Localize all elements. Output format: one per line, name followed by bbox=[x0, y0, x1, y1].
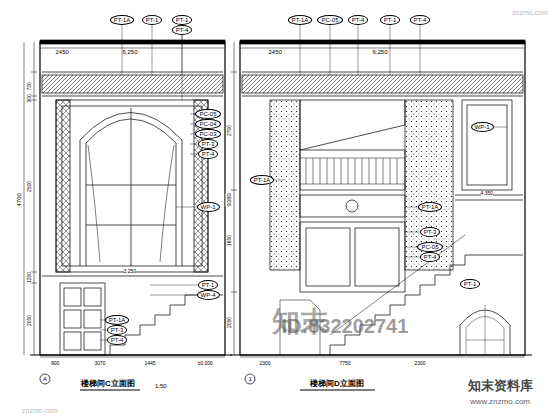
callout-tag: PT-1 bbox=[380, 15, 401, 25]
material-code: PT-1A bbox=[422, 204, 439, 210]
material-code: PT-3 bbox=[111, 327, 124, 333]
callout-tag: PT-1A bbox=[105, 315, 130, 325]
callout-tag: PT-1A bbox=[250, 175, 275, 185]
material-code: PT-4 bbox=[414, 17, 427, 23]
callout-tag: PT-1 bbox=[142, 15, 163, 25]
callout-tag: PT-4 bbox=[410, 15, 431, 25]
dimension-text: 2050 bbox=[27, 314, 32, 325]
material-code: PT-4 bbox=[202, 151, 215, 157]
callout-tag: PT-4 bbox=[348, 15, 369, 25]
material-code: PT-1 bbox=[176, 17, 189, 23]
material-code: PT-3 bbox=[202, 141, 215, 147]
material-code: PT-4 bbox=[111, 337, 124, 343]
callout-tag: WP-1 bbox=[197, 202, 220, 212]
material-code: PT-4 bbox=[424, 254, 437, 260]
callout-tag: PT-3 bbox=[420, 227, 441, 237]
callout-tag: WP-1 bbox=[471, 122, 494, 132]
material-code: PT-1A bbox=[109, 317, 126, 323]
dimension-text: 4700 bbox=[15, 193, 21, 206]
dimension-text: 2450 bbox=[56, 49, 69, 55]
callout-tag: PT-4 bbox=[172, 25, 193, 35]
watermark: 知末资料库 bbox=[468, 379, 533, 392]
dimension-text: 9380 bbox=[225, 193, 231, 206]
dimension-text: A bbox=[43, 376, 47, 382]
material-code: PT-3 bbox=[424, 229, 437, 235]
dimension-text: 2700 bbox=[227, 124, 232, 135]
material-code: PT-1A bbox=[254, 177, 271, 183]
dimension-text: 2300 bbox=[260, 361, 271, 366]
callout-tag: PC-05 bbox=[195, 109, 220, 119]
dimension-text: 2450 bbox=[269, 49, 282, 55]
dimension-text: 2500 bbox=[27, 180, 32, 191]
callout-tag: PT-4 bbox=[198, 149, 219, 159]
callout-tag: WP-4 bbox=[197, 290, 220, 300]
dimension-text: 4,350 bbox=[481, 191, 494, 196]
dimension-text: 1 bbox=[249, 376, 252, 382]
dimension-text: 1200 bbox=[27, 271, 32, 282]
callout-tag: PC-05 bbox=[317, 15, 342, 25]
callout-tag: PT-3 bbox=[107, 325, 128, 335]
dimension-text: 3070 bbox=[95, 361, 106, 366]
callout-tag: PT-1A bbox=[288, 15, 313, 25]
watermark: znzmo.com bbox=[512, 9, 548, 16]
watermark: ID:832202741 bbox=[282, 316, 409, 336]
material-code: PT-4 bbox=[176, 27, 189, 33]
callout-tag: PT-1 bbox=[172, 15, 193, 25]
material-code: PT-1A bbox=[292, 17, 309, 23]
dimension-text: 3,250 bbox=[124, 269, 137, 274]
material-code: PT-1 bbox=[384, 17, 397, 23]
callout-tag: PT-1A bbox=[418, 202, 443, 212]
material-code: PC-05 bbox=[199, 111, 216, 117]
dimension-text: 720 bbox=[27, 82, 32, 90]
callout-tag: PT-4 bbox=[107, 335, 128, 345]
callout-tag: PC-04 bbox=[195, 119, 220, 129]
dimension-text: 2300 bbox=[415, 361, 426, 366]
material-code: PT-1 bbox=[464, 281, 477, 287]
drawing-title: 楼梯间D立面图 bbox=[310, 380, 364, 388]
callout-tag: PT-4 bbox=[420, 252, 441, 262]
dimension-text: ±0.000 bbox=[198, 361, 213, 366]
material-code: PC-05 bbox=[421, 244, 438, 250]
material-code: WP-4 bbox=[201, 292, 216, 298]
dimension-text: 1:50 bbox=[155, 383, 167, 389]
material-code: PT-4 bbox=[352, 17, 365, 23]
dimension-text: 1445 bbox=[145, 361, 156, 366]
callout-tag: PT-3 bbox=[198, 139, 219, 149]
material-code: PC-03 bbox=[199, 131, 216, 137]
dimension-text: 6,250 bbox=[373, 49, 388, 55]
callout-tag: PC-05 bbox=[417, 242, 442, 252]
material-code: WP-1 bbox=[201, 204, 216, 210]
material-code: WP-1 bbox=[475, 124, 490, 130]
dimension-text: 7750 bbox=[340, 361, 351, 366]
callout-tag: PT-1 bbox=[198, 280, 219, 290]
drawing-title: 楼梯间C立面图 bbox=[81, 380, 135, 388]
material-code: PT-1 bbox=[146, 17, 159, 23]
material-code: PT-1A bbox=[114, 17, 131, 23]
callout-tag: PT-1A bbox=[110, 15, 135, 25]
dimension-text: 1650 bbox=[227, 234, 232, 245]
watermark: www.znzmo.com bbox=[470, 398, 530, 406]
watermark: znzmo.com bbox=[22, 407, 58, 414]
material-code: PC-05 bbox=[321, 17, 338, 23]
material-code: PC-04 bbox=[199, 121, 216, 127]
dimension-text: 2050 bbox=[227, 316, 232, 327]
callout-tag: PC-03 bbox=[195, 129, 220, 139]
dimension-text: 900 bbox=[51, 361, 59, 366]
callout-tag: PT-1 bbox=[460, 279, 481, 289]
material-code: PT-1 bbox=[202, 282, 215, 288]
dimension-text: 6,250 bbox=[123, 49, 138, 55]
dimension-text: 300 bbox=[27, 94, 32, 102]
